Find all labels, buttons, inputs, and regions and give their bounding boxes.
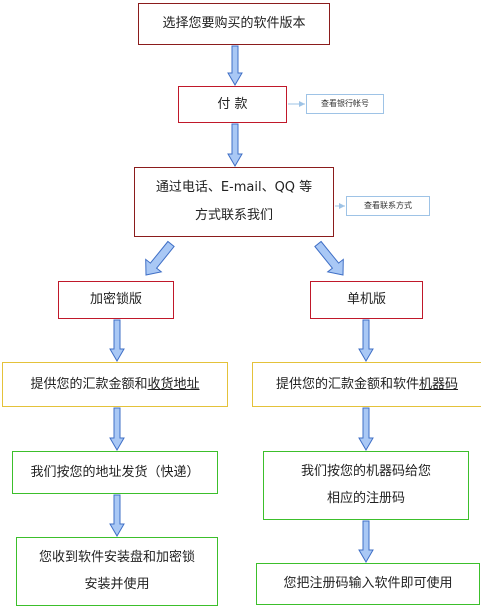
- step-receive-and-install-line1: 您收到软件安装盘和加密锁: [38, 549, 195, 565]
- step-provide-machine-code-label: 提供您的汇款金额和软件机器码: [276, 375, 458, 395]
- step-choose-version: 选择您要购买的软件版本: [138, 3, 330, 45]
- step-receive-and-install: 您收到软件安装盘和加密锁 安装并使用: [16, 537, 218, 606]
- step-contact-us-line2: 方式联系我们: [194, 208, 273, 223]
- arrow-choose-to-pay: [227, 45, 243, 86]
- step-payment-label: 付 款: [217, 96, 248, 112]
- branch-dongle-version-label: 加密锁版: [89, 292, 142, 307]
- step-contact-us-line1: 通过电话、E-mail、QQ 等: [155, 180, 313, 195]
- step-issue-register-code-line1: 我们按您的机器码给您: [300, 463, 431, 479]
- note-bank-account[interactable]: 查看银行帐号: [306, 94, 384, 114]
- arrow-dongle-to-provide: [109, 319, 125, 362]
- branch-single-version-label: 单机版: [346, 292, 386, 307]
- step-ship-by-courier-label: 我们按您的地址发货（快递）: [30, 464, 200, 480]
- step-issue-register-code: 我们按您的机器码给您 相应的注册码: [263, 451, 469, 520]
- step-issue-register-code-line2: 相应的注册码: [326, 491, 405, 507]
- arrow-provide-to-register: [358, 407, 374, 451]
- shipping-address-link[interactable]: 收货地址: [147, 376, 200, 392]
- step-enter-register-code: 您把注册码输入软件即可使用: [256, 563, 480, 605]
- provide-amount-text: 提供您的汇款金额和: [30, 376, 148, 392]
- step-provide-shipping-address: 提供您的汇款金额和收货地址: [2, 362, 228, 407]
- note-bank-account-label: 查看银行帐号: [321, 99, 369, 108]
- provide-amount-software-text: 提供您的汇款金额和软件: [275, 376, 419, 392]
- step-contact-us: 通过电话、E-mail、QQ 等 方式联系我们: [134, 167, 334, 237]
- note-contact-info[interactable]: 查看联系方式: [346, 196, 430, 216]
- branch-dongle-version: 加密锁版: [58, 281, 174, 319]
- arrow-provide-to-ship: [109, 407, 125, 451]
- branch-single-version: 单机版: [310, 281, 423, 319]
- step-receive-and-install-line2: 安装并使用: [84, 577, 150, 593]
- step-enter-register-code-label: 您把注册码输入软件即可使用: [283, 576, 453, 591]
- arrow-single-to-provide: [358, 319, 374, 362]
- pointer-pay-to-bank-note-head: [299, 101, 305, 107]
- pointer-contact-to-contact-note-head: [339, 203, 345, 209]
- step-provide-machine-code: 提供您的汇款金额和软件机器码: [252, 362, 481, 407]
- step-ship-by-courier: 我们按您的地址发货（快递）: [12, 451, 218, 494]
- arrow-register-to-enter: [358, 520, 374, 563]
- step-provide-shipping-address-label: 提供您的汇款金额和收货地址: [30, 375, 199, 395]
- machine-code-link[interactable]: 机器码: [419, 376, 459, 392]
- step-payment: 付 款: [178, 86, 287, 123]
- arrow-contact-to-single: [314, 240, 344, 276]
- arrow-pay-to-contact: [227, 123, 243, 167]
- step-choose-version-label: 选择您要购买的软件版本: [162, 16, 306, 31]
- arrow-ship-to-receive: [109, 494, 125, 537]
- arrow-contact-to-dongle: [145, 240, 175, 276]
- note-contact-info-label: 查看联系方式: [364, 201, 412, 210]
